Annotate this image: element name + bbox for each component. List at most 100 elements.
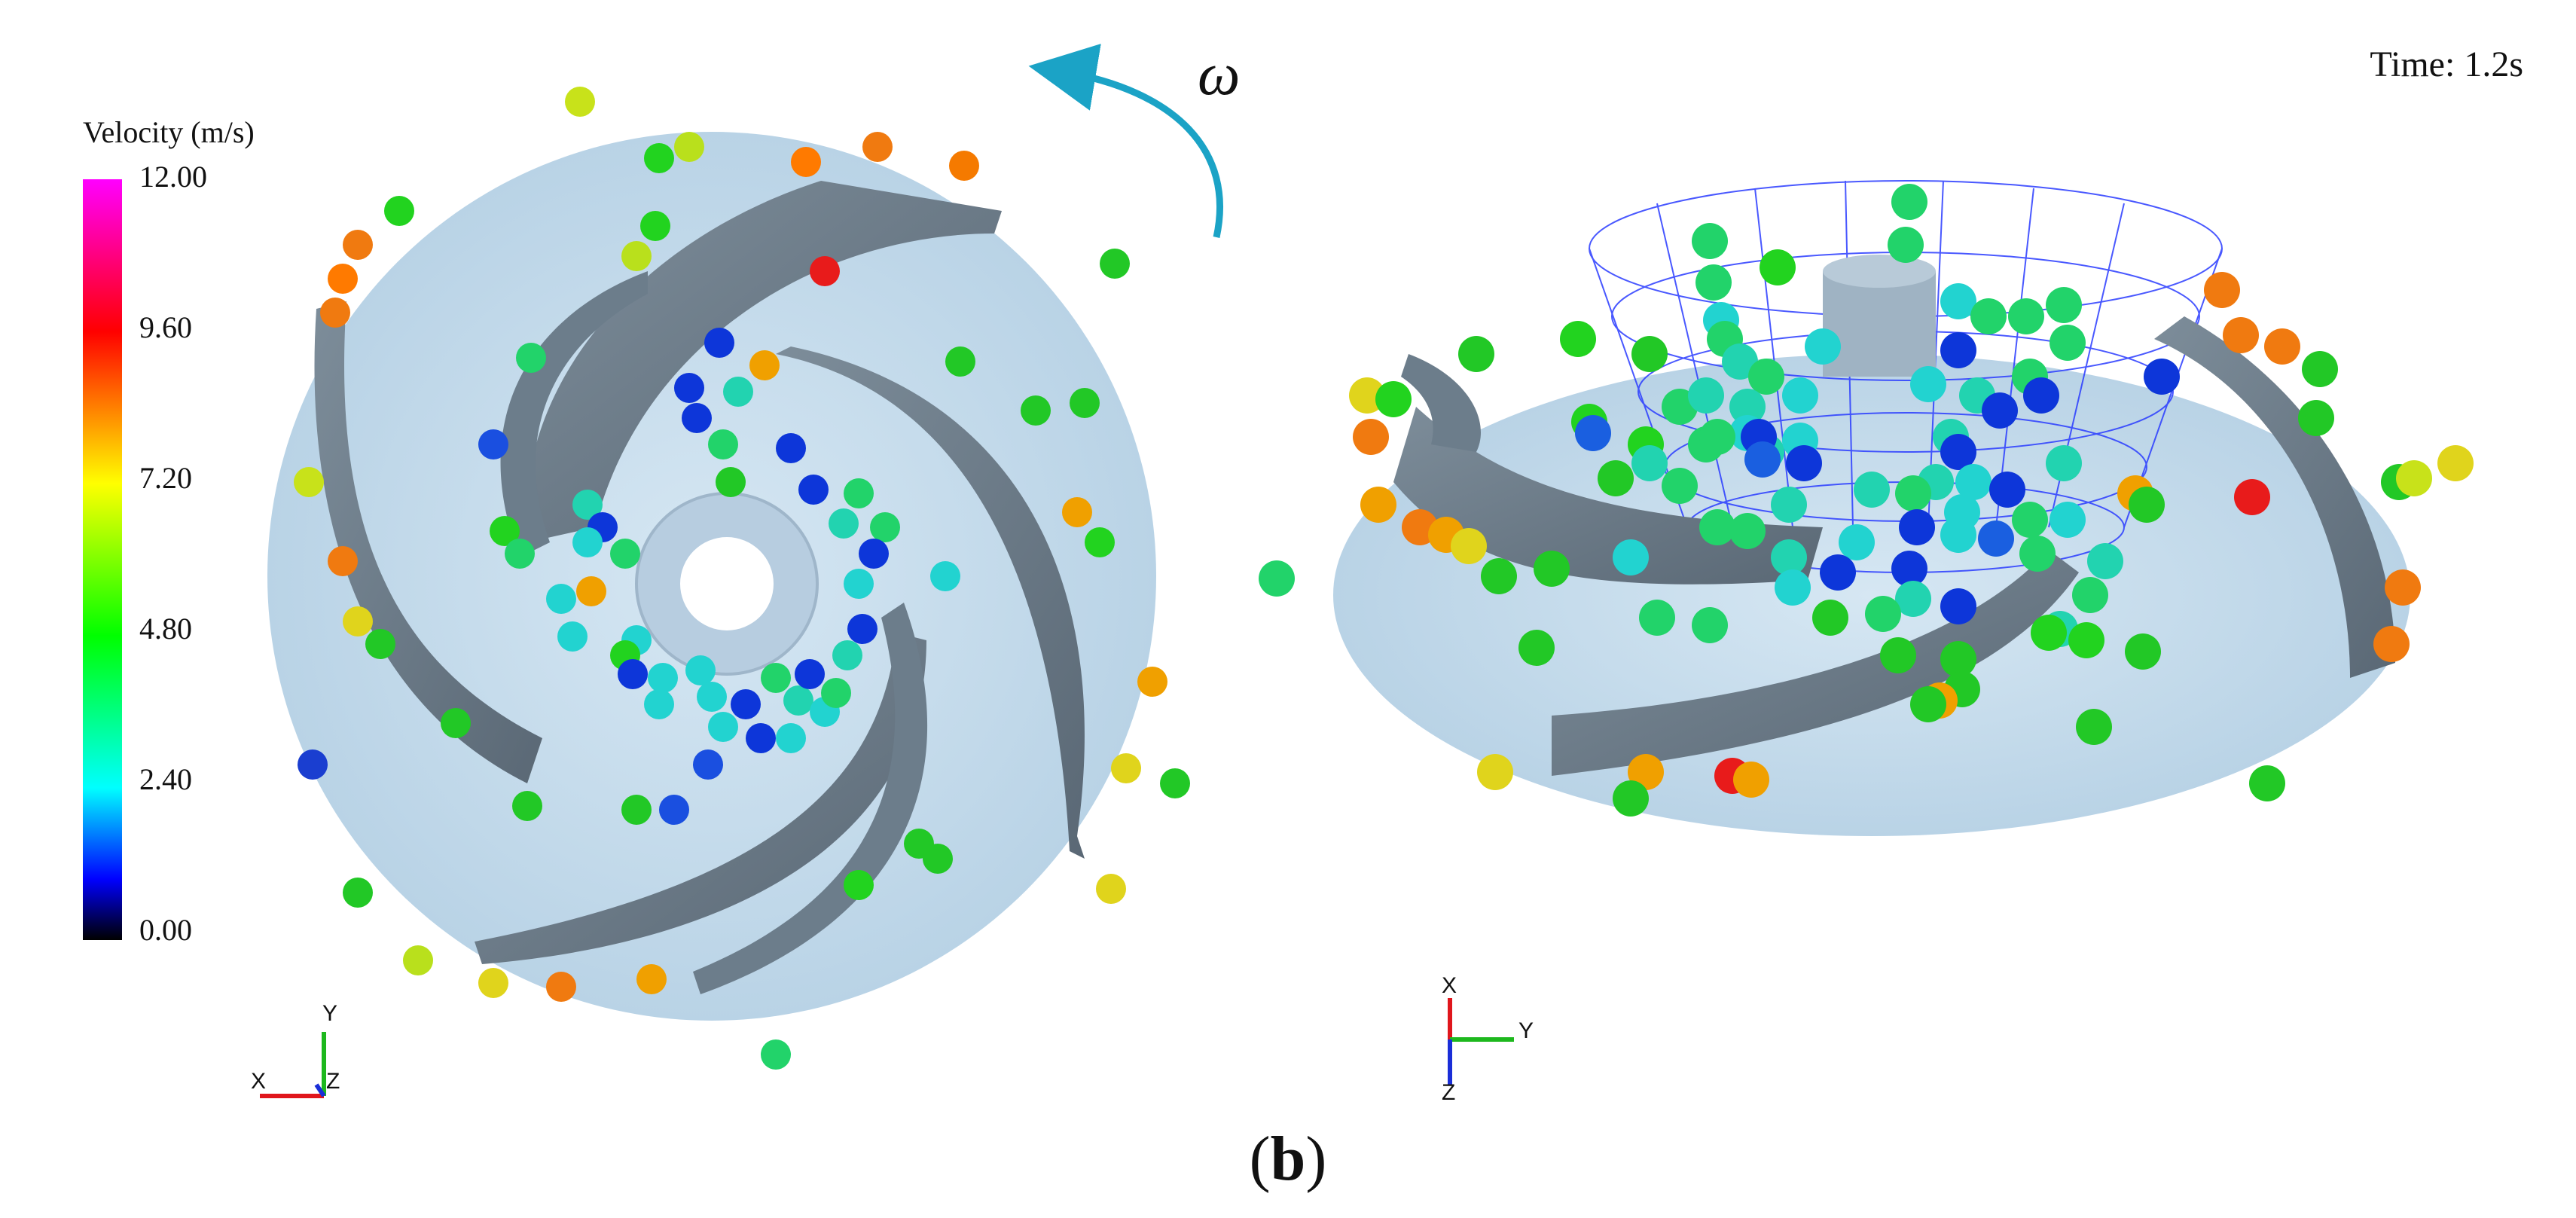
particle [870, 512, 900, 542]
particle [844, 870, 874, 900]
particle [1259, 560, 1295, 597]
axis-right-x-label: X [1442, 973, 1457, 998]
rotation-arrow [1028, 44, 1223, 238]
particle [298, 749, 328, 780]
particle [2068, 622, 2104, 658]
particle [1137, 667, 1167, 697]
panel-label-open: ( [1249, 1124, 1271, 1194]
impeller-blade-3 [475, 633, 926, 964]
panel-label-letter: b [1270, 1124, 1306, 1194]
particle [2234, 479, 2270, 515]
rotation-indicator: ω [1028, 41, 1240, 238]
particle [1451, 528, 1487, 564]
particle [821, 678, 851, 708]
hub-cylinder [1823, 271, 1936, 377]
impeller-top-view [267, 132, 1156, 1021]
colorbar: 12.00 9.60 7.20 4.80 2.40 0.00 [83, 160, 207, 947]
particle [2046, 287, 2082, 323]
particle [384, 196, 414, 226]
particle [1375, 381, 1412, 417]
particle [1477, 754, 1513, 790]
particle [1111, 753, 1141, 783]
particle [682, 403, 712, 433]
particle [1910, 686, 1946, 722]
particle [1518, 630, 1555, 666]
particle [2298, 400, 2334, 436]
particle [2396, 460, 2432, 496]
particle [572, 490, 603, 520]
particle [847, 614, 877, 644]
particle [776, 723, 806, 753]
particle [1899, 509, 1935, 545]
particle [862, 132, 893, 162]
particle [2385, 569, 2421, 606]
particle [2129, 487, 2165, 523]
particle [1865, 596, 1901, 632]
particle [1748, 359, 1784, 395]
particle [636, 964, 667, 994]
particle [621, 241, 652, 271]
particle [2072, 577, 2108, 613]
particle [2012, 502, 2048, 538]
rotation-symbol: ω [1198, 41, 1240, 108]
particle [2264, 328, 2300, 365]
particle [644, 689, 674, 719]
particle [1729, 389, 1766, 425]
particle [478, 968, 508, 998]
particle [1722, 343, 1758, 380]
particle [1692, 607, 1728, 643]
particle [1353, 419, 1389, 455]
colorbar-tick-2: 9.60 [139, 310, 192, 344]
axis-triad-left: Y X Z [251, 1001, 340, 1098]
particle [1805, 328, 1841, 365]
axis-left-x-label: X [251, 1069, 266, 1094]
particle [1534, 551, 1570, 587]
particle [674, 132, 704, 162]
particle [693, 749, 723, 780]
particle [2050, 325, 2086, 361]
particle [716, 467, 746, 497]
particle [704, 328, 734, 358]
particle [761, 1039, 791, 1070]
panel-label-close: ) [1305, 1124, 1327, 1194]
particle [761, 663, 791, 693]
particle [1613, 780, 1649, 817]
particle [1699, 509, 1735, 545]
particle [2076, 709, 2112, 745]
particle [621, 795, 652, 825]
particle [859, 539, 889, 569]
particle [2008, 298, 2044, 334]
particle [1062, 497, 1092, 527]
colorbar-tick-1: 12.00 [139, 160, 207, 194]
particle [610, 539, 640, 569]
colorbar-title: Velocity (m/s) [83, 115, 255, 149]
colorbar-tick-3: 7.20 [139, 461, 192, 495]
particle [2019, 536, 2056, 572]
particle [546, 584, 576, 614]
perspective-blade-4 [1401, 354, 1481, 452]
particle [1744, 441, 1781, 478]
particle [1631, 336, 1668, 372]
particle [1070, 388, 1100, 418]
axis-right-z-label: Z [1442, 1080, 1455, 1105]
particle [328, 546, 358, 576]
particle [572, 527, 603, 557]
particle [1940, 434, 1976, 470]
particle [294, 467, 324, 497]
particle [731, 689, 761, 719]
particle [2204, 272, 2240, 308]
particle [1940, 641, 1976, 677]
particle [1888, 227, 1924, 263]
time-label: Time: 1.2s [2370, 44, 2523, 84]
particle [1812, 600, 1848, 636]
particle [490, 516, 520, 546]
particle [1085, 527, 1115, 557]
impeller-hub-hole [680, 537, 774, 630]
particle [930, 561, 960, 591]
particle [618, 659, 648, 689]
colorbar-tick-6: 0.00 [139, 913, 192, 947]
particle [1771, 539, 1807, 575]
particle [1613, 539, 1649, 575]
particle [1940, 332, 1976, 368]
particle [1955, 464, 1992, 500]
